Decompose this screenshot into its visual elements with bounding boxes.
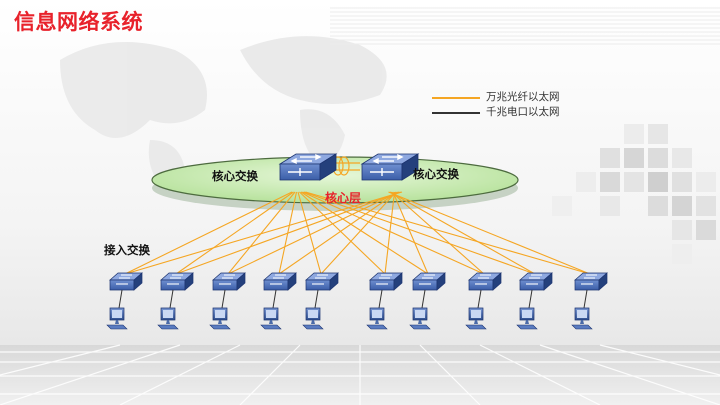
copper-link bbox=[272, 289, 277, 309]
access-switch-unit bbox=[409, 272, 446, 330]
fiber-link bbox=[278, 191, 398, 275]
stripe-decoration bbox=[330, 7, 720, 45]
floor-grid bbox=[0, 344, 720, 405]
fiber-link bbox=[389, 191, 536, 275]
fiber-link bbox=[227, 191, 400, 275]
core-layer-label: 核心层 bbox=[325, 191, 362, 205]
access-switch-icon bbox=[468, 272, 502, 291]
core-switch-left-label: 核心交换 bbox=[212, 169, 258, 183]
access-switch-icon bbox=[412, 272, 446, 291]
legend-label-fiber: 万兆光纤以太网 bbox=[486, 91, 560, 103]
core-switch-right bbox=[360, 153, 420, 181]
pc-icon bbox=[260, 307, 282, 330]
core-switch-left bbox=[278, 153, 338, 181]
pc-icon bbox=[157, 307, 179, 330]
fiber-link bbox=[391, 191, 485, 275]
fiber-link bbox=[392, 191, 429, 275]
copper-link bbox=[477, 289, 482, 309]
pc-icon bbox=[409, 307, 431, 330]
copper-link bbox=[421, 289, 426, 309]
fiber-link bbox=[384, 191, 396, 275]
pc-icon bbox=[516, 307, 538, 330]
fiber-link bbox=[227, 191, 296, 275]
fiber-link bbox=[299, 191, 386, 275]
access-layer bbox=[106, 272, 608, 330]
fiber-link bbox=[175, 191, 294, 275]
pc-icon bbox=[209, 307, 231, 330]
world-map-watermark bbox=[60, 36, 387, 186]
fiber-link bbox=[297, 191, 322, 275]
access-switch-icon bbox=[109, 272, 143, 291]
access-switch-unit bbox=[260, 272, 297, 330]
copper-link bbox=[169, 289, 174, 309]
access-switch-unit bbox=[516, 272, 553, 330]
fiber-link bbox=[124, 191, 403, 275]
fiber-link bbox=[278, 191, 298, 275]
legend-label-copper: 千兆电口以太网 bbox=[486, 106, 560, 118]
copper-line-icon bbox=[432, 112, 480, 114]
pc-icon bbox=[302, 307, 324, 330]
access-switch-unit bbox=[209, 272, 246, 330]
copper-link bbox=[221, 289, 226, 309]
tile-mosaic-decoration bbox=[552, 124, 716, 264]
access-switch-unit bbox=[571, 272, 608, 330]
copper-link bbox=[583, 289, 588, 309]
access-switch-unit bbox=[106, 272, 143, 330]
copper-link bbox=[528, 289, 533, 309]
fiber-link bbox=[303, 191, 536, 275]
access-switch-icon bbox=[160, 272, 194, 291]
access-switch-icon bbox=[212, 272, 246, 291]
copper-link bbox=[378, 289, 383, 309]
fiber-link bbox=[388, 191, 591, 275]
fiber-link bbox=[320, 191, 397, 275]
page-title: 信息网络系统 bbox=[14, 10, 143, 34]
access-switch-icon bbox=[574, 272, 608, 291]
access-switch-unit bbox=[157, 272, 194, 330]
pc-icon bbox=[366, 307, 388, 330]
fiber-link bbox=[124, 191, 293, 275]
pc-icon bbox=[465, 307, 487, 330]
copper-link bbox=[118, 289, 123, 309]
pc-icon bbox=[571, 307, 593, 330]
access-switch-icon bbox=[519, 272, 553, 291]
access-switch-icon bbox=[263, 272, 297, 291]
fiber-links bbox=[124, 191, 591, 275]
access-layer-label: 接入交换 bbox=[104, 243, 150, 257]
access-switch-unit bbox=[366, 272, 403, 330]
fiber-line-icon bbox=[432, 97, 480, 99]
fiber-link bbox=[302, 191, 485, 275]
access-switch-unit bbox=[465, 272, 502, 330]
copper-link bbox=[314, 289, 319, 309]
pc-icon bbox=[106, 307, 128, 330]
fiber-link bbox=[300, 191, 429, 275]
access-switch-icon bbox=[369, 272, 403, 291]
access-switch-unit bbox=[302, 272, 339, 330]
core-switch-right-label: 核心交换 bbox=[413, 167, 459, 181]
access-switch-icon bbox=[305, 272, 339, 291]
fiber-link bbox=[305, 191, 591, 275]
core-layer-ellipse bbox=[151, 156, 519, 211]
